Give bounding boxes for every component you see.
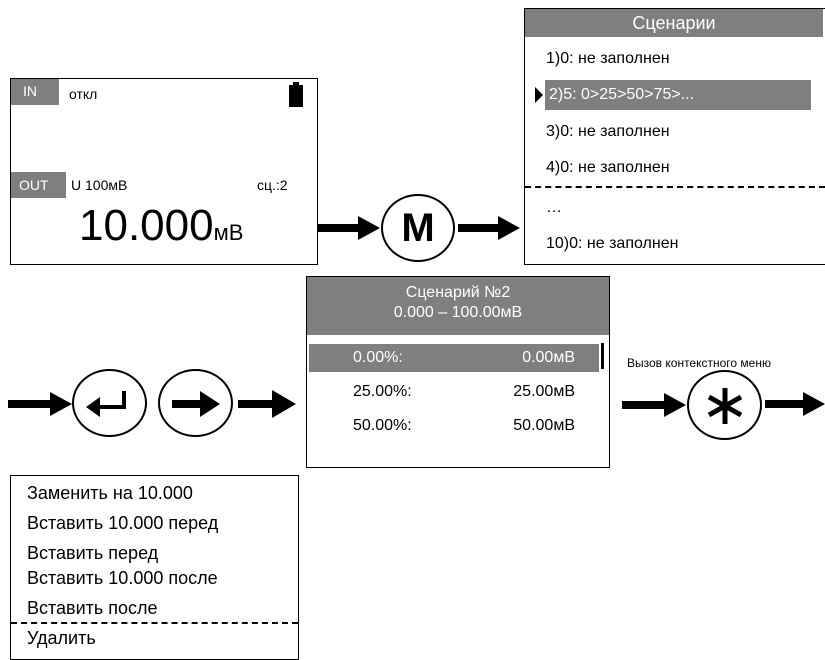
menu-item-replace[interactable]: Заменить на 10.000: [27, 483, 193, 503]
arrow-right-icon: [622, 393, 686, 417]
scenario-point-row[interactable]: 25.00%: 25.00мВ: [309, 380, 599, 406]
point-value: 0.00мВ: [522, 349, 575, 366]
scenario-point-row[interactable]: 50.00%: 50.00мВ: [309, 414, 599, 440]
menu-item-insert-value-before[interactable]: Вставить 10.000 перед: [27, 513, 219, 533]
in-tag: IN: [11, 79, 59, 105]
scenarios-panel: Сценарии 1)0: не заполнен 2)5: 0>25>50>7…: [524, 8, 825, 265]
context-menu: Заменить на 10.000 Вставить 10.000 перед…: [10, 475, 299, 660]
scenario-detail-panel: Сценарий №2 0.000 – 100.00мВ 0.00%: 0.00…: [306, 276, 610, 468]
scenario-point-row-selected[interactable]: 0.00%: 0.00мВ: [309, 344, 599, 372]
out-range: U 100мВ: [71, 177, 128, 193]
menu-item-insert-before[interactable]: Вставить перед: [27, 543, 159, 563]
menu-item-insert-value-after[interactable]: Вставить 10.000 после: [27, 568, 218, 588]
scenarios-title: Сценарии: [525, 9, 823, 37]
star-button[interactable]: [687, 370, 762, 440]
continuation-divider: [525, 186, 825, 188]
arrow-right-icon: [765, 392, 825, 416]
output-value-number: 10.000: [79, 201, 214, 250]
output-value-unit: мВ: [213, 220, 244, 245]
scrollbar[interactable]: [601, 343, 604, 369]
in-state: откл: [69, 86, 98, 102]
out-tag: OUT: [11, 172, 66, 198]
scenario-item-selected[interactable]: 2)5: 0>25>50>75>...: [545, 80, 811, 110]
enter-button[interactable]: [72, 369, 147, 437]
scenario-item[interactable]: 4)0: не заполнен: [546, 159, 670, 176]
scenario-number: сц.:2: [257, 177, 288, 193]
point-value: 25.00мВ: [513, 383, 575, 400]
arrow-right-icon: [458, 216, 520, 240]
arrow-right-icon: [318, 216, 380, 240]
menu-button[interactable]: M: [381, 194, 455, 262]
menu-button-label: M: [401, 206, 435, 250]
arrow-right-icon: [238, 390, 296, 418]
point-percent: 0.00%:: [353, 349, 403, 366]
scenario-detail-title: Сценарий №2: [405, 284, 511, 301]
scenario-ellipsis: …: [546, 199, 562, 216]
asterisk-icon: [705, 386, 745, 426]
arrow-right-icon: [8, 392, 72, 416]
scenario-item[interactable]: 1)0: не заполнен: [546, 50, 670, 67]
point-value: 50.00мВ: [513, 417, 575, 434]
point-percent: 50.00%:: [353, 417, 412, 434]
enter-icon: [86, 389, 134, 419]
context-menu-caption: Вызов контекстного меню: [627, 356, 771, 370]
menu-item-insert-after[interactable]: Вставить после: [27, 598, 158, 618]
scenario-item[interactable]: 3)0: не заполнен: [546, 123, 670, 140]
scenario-detail-range: 0.000 – 100.00мВ: [393, 304, 523, 321]
scenario-item-label: 2)5: 0>25>50>75>...: [549, 86, 695, 103]
output-value: 10.000мВ: [79, 201, 243, 251]
point-percent: 25.00%:: [353, 383, 412, 400]
scenario-detail-header: Сценарий №2 0.000 – 100.00мВ: [307, 277, 609, 335]
continuation-divider: [11, 622, 298, 624]
scenario-item[interactable]: 10)0: не заполнен: [546, 235, 679, 252]
arrow-right-icon: [172, 391, 220, 417]
menu-item-delete[interactable]: Удалить: [27, 628, 96, 648]
selection-pointer-icon: [535, 87, 543, 103]
device-display: IN откл OUT U 100мВ сц.:2 10.000мВ: [10, 78, 318, 265]
right-arrow-button[interactable]: [158, 369, 233, 437]
battery-icon: [288, 82, 304, 108]
